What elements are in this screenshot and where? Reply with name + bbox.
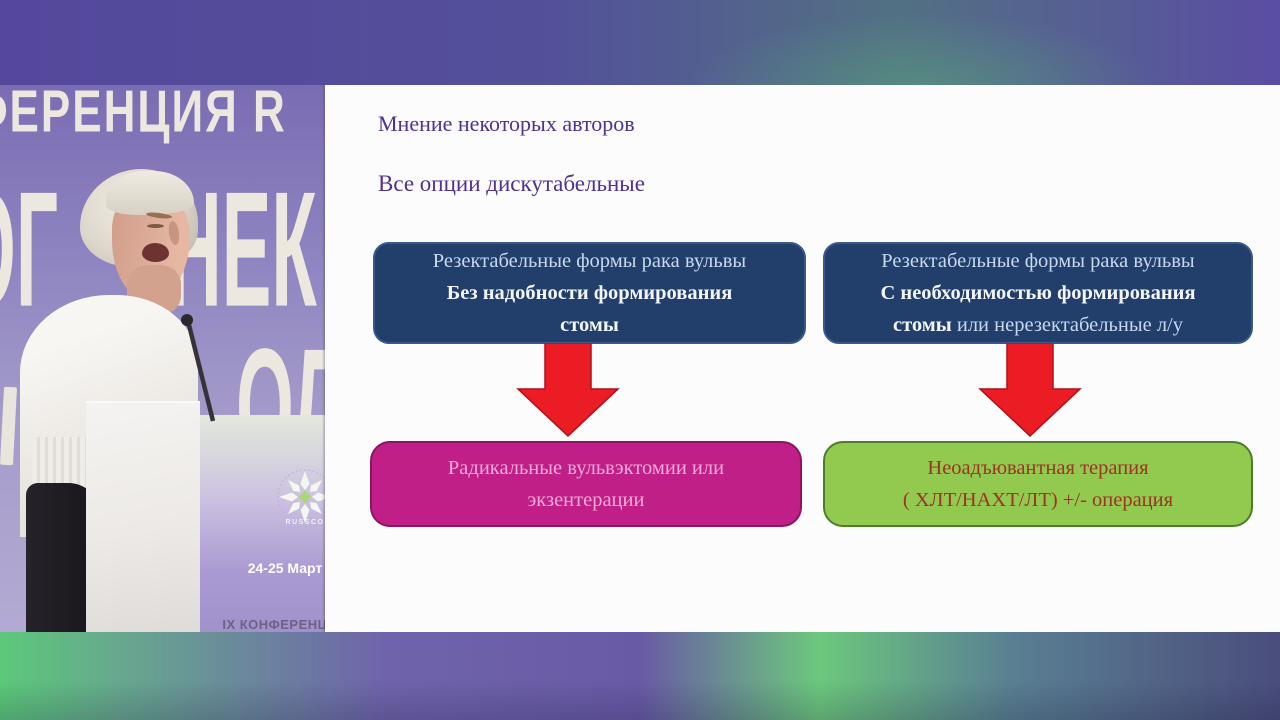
down-arrow-icon xyxy=(516,343,620,437)
box-line-bold: С необходимостью формирования xyxy=(880,282,1196,304)
photo-slide-divider xyxy=(322,85,325,632)
box-line: Неоадъювантная терапия xyxy=(927,457,1149,479)
box-line: Резектабельные формы рака вульвы xyxy=(432,250,747,272)
video-content: ФЕРЕНЦИЯ R ОГ НЕК ОЛ xyxy=(0,85,1280,632)
conference-date-text: 24-25 Март xyxy=(247,560,323,576)
flow-box-resectable-without-stoma: Резектабельные формы рака вульвы Без над… xyxy=(373,242,806,344)
box-line-bold-part: стомы xyxy=(893,314,952,336)
box-line-regular-part: или нерезектабельные л/у xyxy=(951,314,1183,336)
speaker-hair-fringe xyxy=(106,171,194,215)
box-line: Резектабельные формы рака вульвы xyxy=(881,250,1195,272)
russco-snowflake-logo-icon xyxy=(277,469,325,525)
top-gradient-band xyxy=(0,0,1280,85)
bottom-gradient-band xyxy=(0,632,1280,720)
box-line-bold: Без надобности формирования xyxy=(446,282,733,304)
podium-front-panel: RUSSCO 24-25 Март IX КОНФЕРЕНЦ xyxy=(200,415,325,632)
flow-box-radical-vulvectomy: Радикальные вульвэктомии или экзентераци… xyxy=(370,441,802,527)
presentation-slide: Мнение некоторых авторов Все опции диску… xyxy=(325,85,1280,632)
speaker-eye xyxy=(147,224,164,228)
box-line-mixed: стомы или нерезектабельные л/у xyxy=(825,309,1251,341)
microphone xyxy=(181,314,216,422)
backdrop-text-row2-left: ОГ xyxy=(0,158,59,341)
podium-side-panel xyxy=(86,401,200,632)
box-line: ( ХЛТ/НАХТ/ЛТ) +/- операция xyxy=(902,489,1174,511)
slide-title: Мнение некоторых авторов xyxy=(378,111,635,136)
speaker-mouth xyxy=(142,243,169,262)
conference-name-text: IX КОНФЕРЕНЦ xyxy=(222,617,325,632)
box-line: экзентерации xyxy=(527,489,645,511)
russco-logo-text: RUSSCO xyxy=(285,519,325,526)
backdrop-text-row1: ФЕРЕНЦИЯ R xyxy=(0,85,287,146)
slide-subtitle: Все опции дискутабельные xyxy=(378,171,645,196)
speaker-video-region: ФЕРЕНЦИЯ R ОГ НЕК ОЛ xyxy=(0,85,325,632)
flow-box-neoadjuvant-therapy: Неоадъювантная терапия ( ХЛТ/НАХТ/ЛТ) +/… xyxy=(823,441,1253,527)
backdrop-text-row2-right: НЕК xyxy=(168,158,317,341)
box-line-bold: стомы xyxy=(560,314,619,336)
box-line: Радикальные вульвэктомии или xyxy=(447,457,725,479)
down-arrow-icon xyxy=(978,343,1082,437)
flow-box-resectable-with-stoma: Резектабельные формы рака вульвы С необх… xyxy=(823,242,1253,344)
